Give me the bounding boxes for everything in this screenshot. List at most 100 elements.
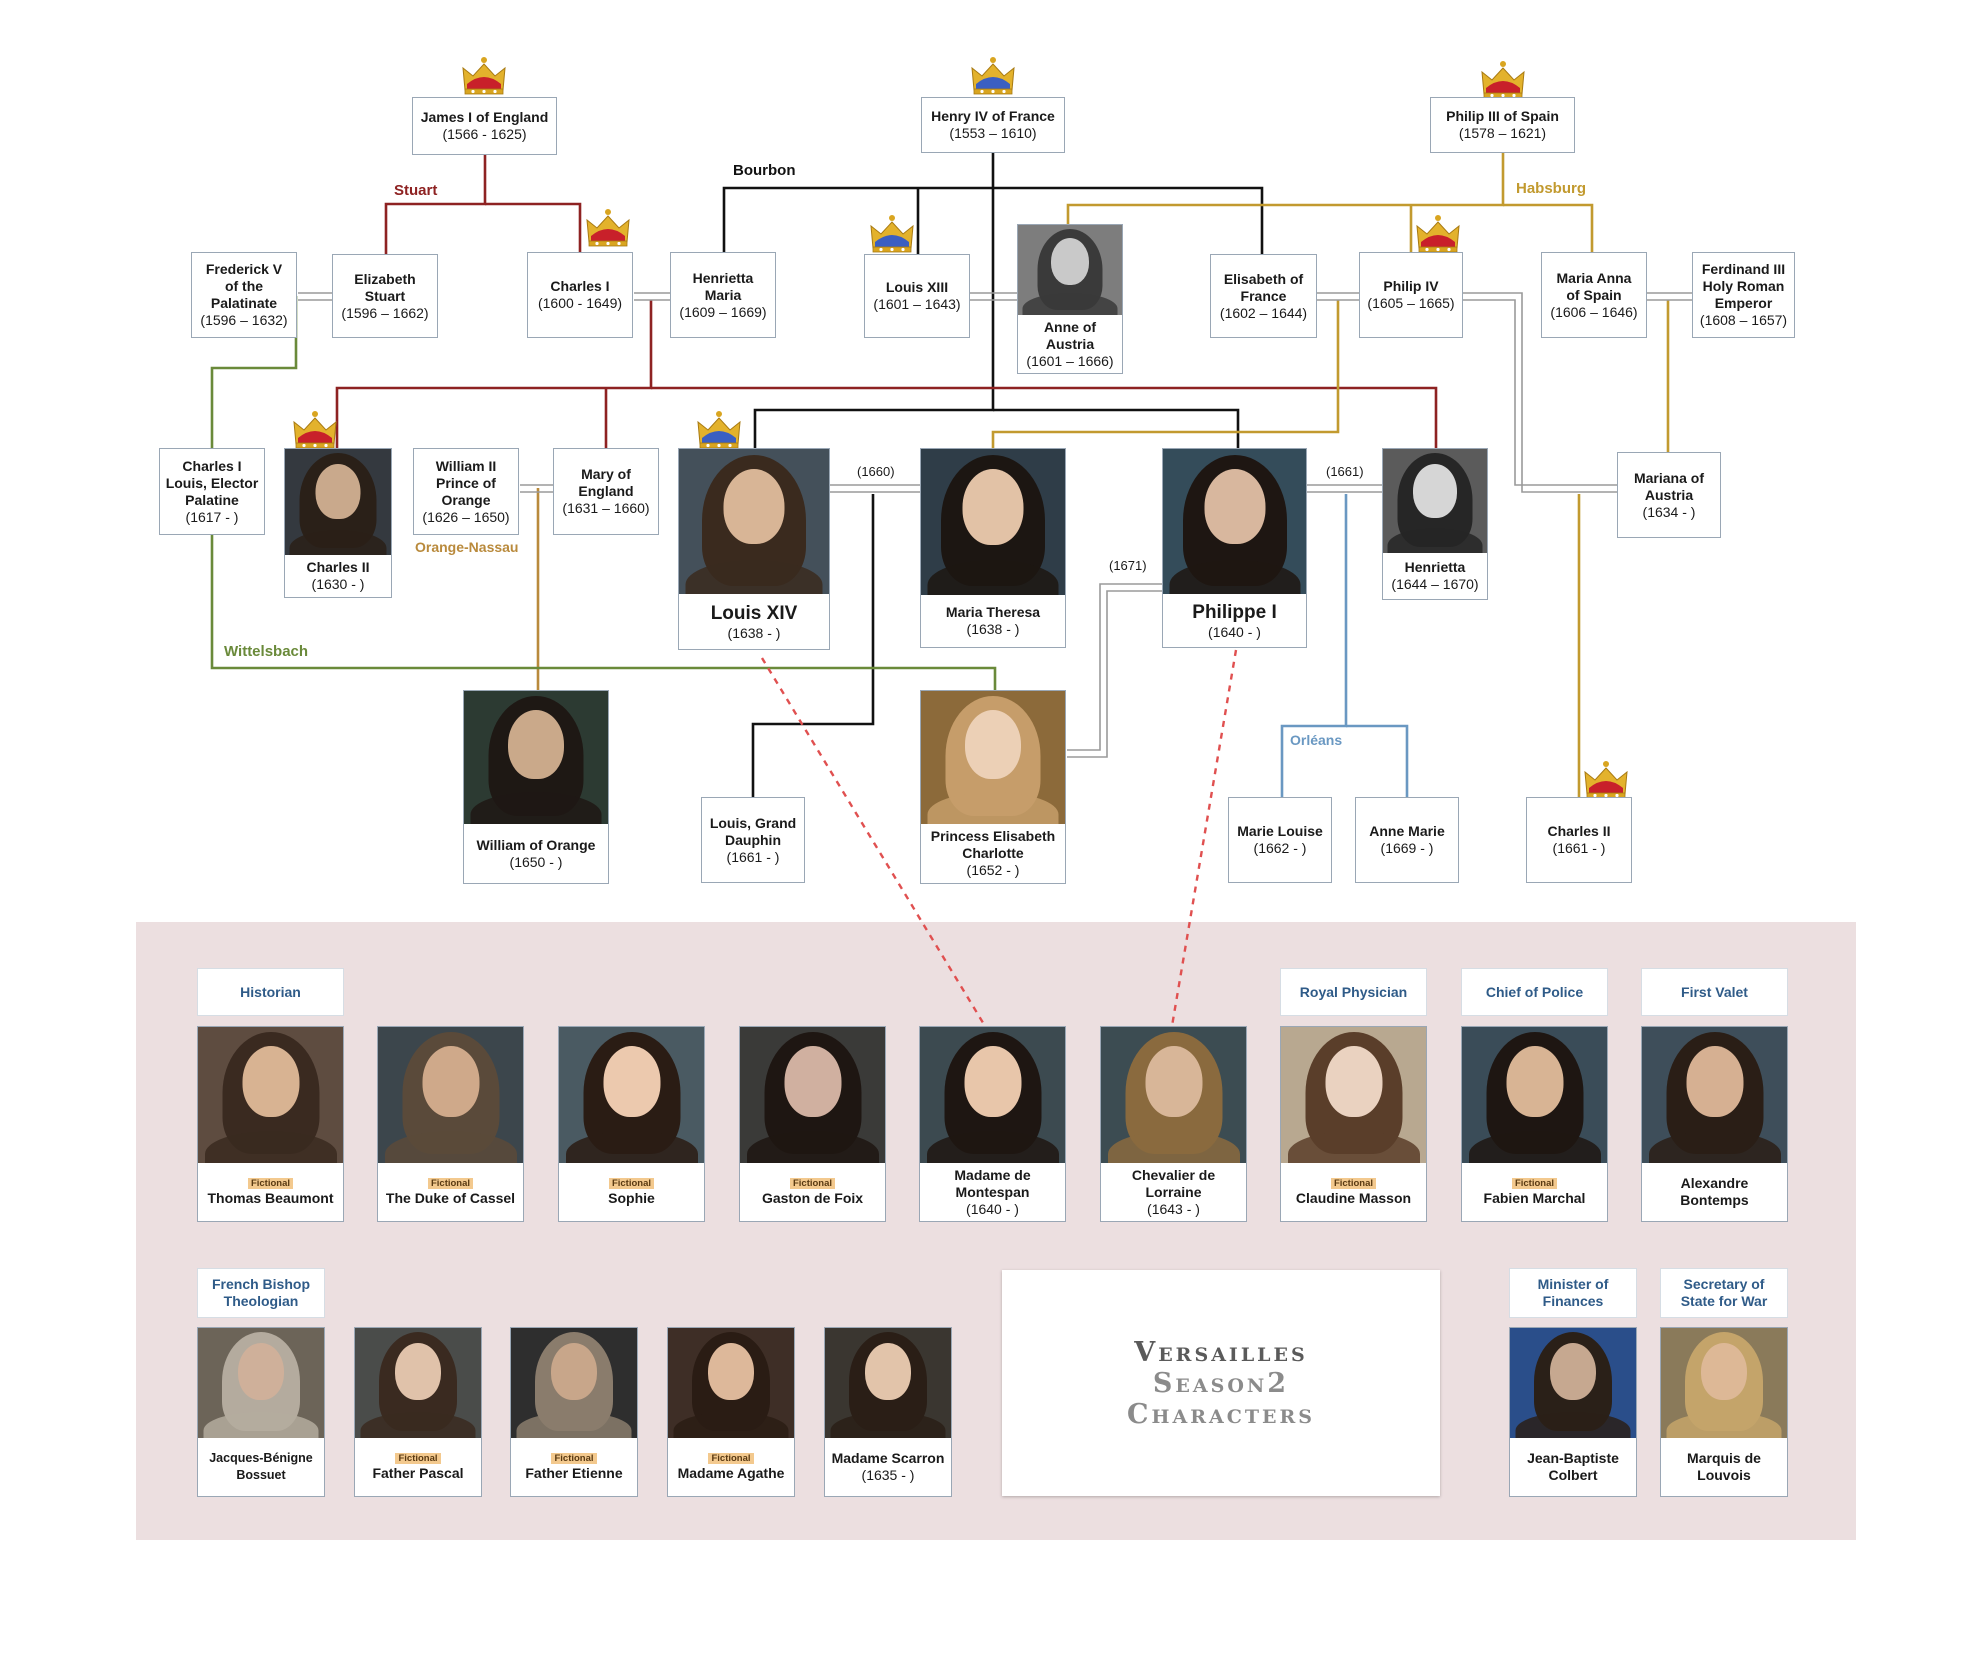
portrait-photo	[1383, 449, 1487, 553]
character-bossuet: Jacques-Bénigne Bossuet	[197, 1327, 325, 1497]
habsburg-line	[1503, 203, 1594, 254]
portrait-photo	[285, 449, 391, 555]
portrait-photo	[740, 1027, 885, 1163]
person-name: Sophie	[608, 1189, 655, 1206]
portrait-photo	[355, 1328, 481, 1438]
person-name: William of Orange	[476, 836, 596, 853]
stuart-line	[485, 202, 582, 254]
portrait-caption: Maria Theresa(1638 - )	[943, 595, 1043, 647]
bourbon-line	[993, 408, 1240, 448]
marriage-line	[830, 484, 920, 493]
stuart-line	[384, 154, 487, 254]
house-label-bourbon: Bourbon	[733, 162, 796, 179]
person-name: Jean-Baptiste Colbert	[1527, 1450, 1619, 1483]
portrait-photo	[679, 449, 829, 594]
crown-icon	[1415, 214, 1461, 254]
portrait-photo	[1510, 1328, 1636, 1438]
portrait-photo	[198, 1027, 343, 1163]
house-label-stuart: Stuart	[394, 182, 438, 199]
bourbon-line	[753, 188, 995, 448]
person-dates: (1643 - )	[1147, 1200, 1200, 1217]
marriage-line	[970, 292, 1017, 301]
title-line-1: Versailles	[1134, 1336, 1308, 1368]
portrait-photo	[1281, 1027, 1426, 1163]
portrait-caption: Louis XIV(1638 - )	[708, 594, 801, 649]
crown-icon	[869, 214, 915, 254]
person-name: Anne of Austria	[1043, 318, 1097, 352]
person-william3: William of Orange(1650 - )	[463, 690, 609, 884]
portrait-photo	[1101, 1027, 1246, 1163]
person-charles2-spain: Charles II(1661 - )	[1526, 797, 1632, 883]
habsburg-line	[991, 300, 1340, 448]
person-name: Princess Elisabeth Charlotte	[930, 828, 1056, 861]
portrait-photo	[198, 1328, 324, 1438]
crown-icon	[696, 410, 742, 450]
role-valet: First Valet	[1641, 968, 1788, 1016]
fictional-badge: Fictional	[1330, 1177, 1377, 1189]
portrait-photo	[559, 1027, 704, 1163]
person-name: Louis XIV	[710, 602, 798, 624]
marriage-year-louis: (1660)	[855, 464, 897, 479]
person-dates: (1630 - )	[311, 576, 365, 592]
crown-icon	[292, 410, 338, 450]
person-philip3: Philip III of Spain(1578 – 1621)	[1430, 97, 1575, 153]
portrait-photo	[511, 1328, 637, 1438]
title-line-2: Season2	[1152, 1367, 1290, 1399]
character-montespan: Madame de Montespan(1640 - )	[919, 1026, 1066, 1222]
person-dauphin: Louis, Grand Dauphin(1661 - )	[701, 797, 805, 883]
fictional-badge: Fictional	[395, 1452, 441, 1464]
person-maria-theresa: Maria Theresa(1638 - )	[920, 448, 1066, 648]
person-dates: (1638 - )	[727, 624, 781, 641]
person-dates: (1635 - )	[861, 1467, 915, 1483]
person-name: Madame Agathe	[677, 1464, 785, 1481]
bourbon-line	[993, 186, 1264, 254]
portrait-photo	[1462, 1027, 1607, 1163]
portrait-photo	[1661, 1328, 1787, 1438]
person-elizabeth: Elizabeth Stuart(1596 – 1662)	[332, 254, 438, 338]
portrait-photo	[668, 1328, 794, 1438]
fictional-badge: Fictional	[789, 1177, 836, 1189]
portrait-caption: William of Orange(1650 - )	[474, 824, 599, 883]
character-lorraine: Chevalier de Lorraine(1643 - )	[1100, 1026, 1247, 1222]
person-charles2-england: Charles II(1630 - )	[284, 448, 392, 598]
crown-icon	[1480, 60, 1526, 100]
person-louis13: Louis XIII(1601 – 1643)	[864, 254, 970, 338]
person-mariana: Mariana of Austria(1634 - )	[1617, 452, 1721, 538]
crown-icon	[585, 208, 631, 248]
marriage-line	[520, 484, 555, 493]
person-marie-louise: Marie Louise(1662 - )	[1228, 797, 1332, 883]
person-dates: (1640 - )	[966, 1200, 1019, 1217]
portrait-caption: Marquis de Louvois	[1661, 1438, 1787, 1496]
person-philippe: Philippe I(1640 - )	[1162, 448, 1307, 648]
person-name: Chevalier de Lorraine	[1131, 1166, 1216, 1200]
crown-icon	[1583, 760, 1629, 800]
role-historian: Historian	[197, 968, 344, 1016]
person-name: Jacques-Bénigne Bossuet	[209, 1451, 313, 1482]
character-bontemps: Alexandre Bontemps	[1641, 1026, 1788, 1222]
person-ferdinand: Ferdinand III Holy Roman Emperor(1608 – …	[1692, 252, 1795, 338]
house-label-orleans: Orléans	[1290, 732, 1343, 748]
portrait-caption: Jean-Baptiste Colbert	[1510, 1438, 1636, 1496]
marriage-year-charlotte: (1671)	[1107, 558, 1149, 573]
fictional-badge: Fictional	[1511, 1177, 1558, 1189]
person-dates: (1650 - )	[509, 853, 563, 870]
person-name: Henrietta	[1404, 559, 1466, 575]
fictional-badge: Fictional	[708, 1452, 754, 1464]
person-name: Alexandre Bontemps	[1680, 1175, 1749, 1208]
person-dates: (1601 – 1666)	[1026, 352, 1114, 369]
portrait-photo	[921, 691, 1065, 824]
marriage-year-henrietta: (1661)	[1324, 464, 1366, 479]
fictional-badge: Fictional	[608, 1177, 655, 1189]
person-name: Madame Scarron	[831, 1450, 945, 1466]
